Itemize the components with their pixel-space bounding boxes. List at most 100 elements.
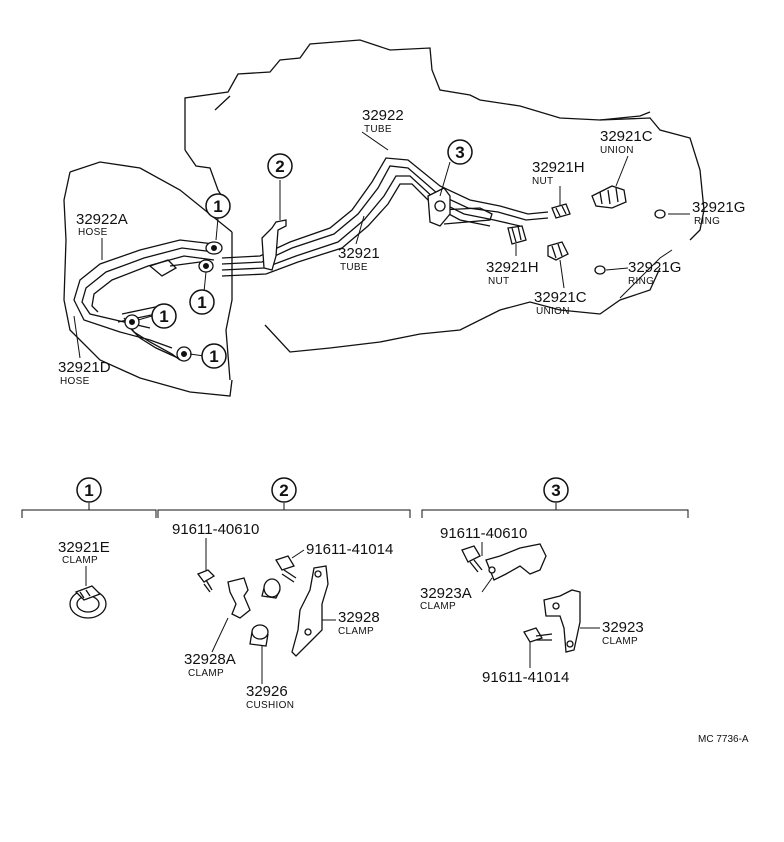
svg-text:32921G: 32921G bbox=[628, 259, 681, 276]
label-32922-tube: 32922 TUBE bbox=[362, 107, 404, 135]
svg-text:HOSE: HOSE bbox=[60, 376, 90, 387]
hose-clamps bbox=[124, 241, 223, 362]
clamp-32928a-part bbox=[227, 577, 251, 619]
svg-text:32928: 32928 bbox=[338, 609, 380, 626]
nut-bottom-part bbox=[507, 225, 527, 245]
nut-top-part bbox=[551, 203, 571, 219]
svg-text:32923A: 32923A bbox=[420, 585, 472, 602]
svg-text:CLAMP: CLAMP bbox=[338, 626, 374, 637]
svg-text:NUT: NUT bbox=[488, 276, 509, 287]
callout-1-upper: 1 bbox=[205, 193, 231, 219]
label-91611-40610-g3: 91611-40610 bbox=[440, 525, 527, 542]
bolt-40610-g3-part bbox=[461, 545, 483, 573]
svg-text:1: 1 bbox=[197, 293, 206, 312]
cushion-upper-part bbox=[261, 578, 281, 599]
svg-text:CLAMP: CLAMP bbox=[188, 668, 224, 679]
label-32921e-clamp: 32921E CLAMP bbox=[58, 539, 110, 566]
svg-text:CUSHION: CUSHION bbox=[246, 700, 294, 711]
svg-text:HOSE: HOSE bbox=[78, 227, 108, 238]
svg-text:32921D: 32921D bbox=[58, 359, 111, 376]
label-32921h-nut-bottom: 32921H NUT bbox=[486, 259, 539, 287]
svg-text:32923: 32923 bbox=[602, 619, 644, 636]
clamp-32923a-part bbox=[485, 543, 547, 581]
label-91611-41014-g3: 91611-41014 bbox=[482, 669, 569, 686]
svg-text:32921G: 32921G bbox=[692, 199, 745, 216]
svg-text:32922A: 32922A bbox=[76, 211, 128, 228]
label-91611-41014-g2: 91611-41014 bbox=[306, 541, 393, 558]
svg-text:32921E: 32921E bbox=[58, 539, 110, 556]
leader-lines bbox=[73, 131, 690, 359]
clamp-32923-part bbox=[543, 589, 581, 653]
svg-text:91611-40610: 91611-40610 bbox=[440, 525, 527, 542]
reference-code: MC 7736-A bbox=[698, 734, 749, 745]
clamp-32928-part bbox=[291, 565, 329, 657]
svg-text:32921C: 32921C bbox=[600, 128, 653, 145]
ring-top-part bbox=[654, 209, 666, 219]
label-32921c-union-top: 32921C UNION bbox=[600, 128, 653, 156]
leader-bolt-41014-g2 bbox=[291, 549, 305, 559]
label-32921-tube: 32921 TUBE bbox=[338, 245, 380, 273]
svg-text:RING: RING bbox=[628, 276, 654, 287]
svg-text:91611-41014: 91611-41014 bbox=[482, 669, 569, 686]
label-32928a-clamp: 32928A CLAMP bbox=[184, 651, 236, 679]
svg-text:1: 1 bbox=[84, 481, 93, 500]
svg-text:2: 2 bbox=[275, 157, 284, 176]
leader-32928a bbox=[211, 617, 229, 653]
leader-32923a bbox=[481, 577, 493, 593]
svg-text:1: 1 bbox=[159, 307, 168, 326]
svg-text:3: 3 bbox=[455, 143, 464, 162]
callout-1-hose: 1 bbox=[151, 303, 177, 329]
svg-text:1: 1 bbox=[213, 197, 222, 216]
svg-text:UNION: UNION bbox=[536, 306, 570, 317]
label-91611-40610-g2: 91611-40610 bbox=[172, 521, 259, 538]
detail-group-1-header: 1 bbox=[21, 477, 157, 518]
svg-text:CLAMP: CLAMP bbox=[420, 601, 456, 612]
label-32921d-hose: 32921D HOSE bbox=[58, 359, 111, 387]
svg-text:32922: 32922 bbox=[362, 107, 404, 124]
cushion-32926-part bbox=[249, 624, 269, 647]
svg-text:CLAMP: CLAMP bbox=[62, 555, 98, 566]
svg-text:32926: 32926 bbox=[246, 683, 288, 700]
svg-text:32921H: 32921H bbox=[532, 159, 585, 176]
bolt-41014-g3-part bbox=[523, 627, 553, 643]
callout-1-lower: 1 bbox=[201, 343, 227, 369]
svg-text:NUT: NUT bbox=[532, 176, 553, 187]
union-top-part bbox=[591, 185, 627, 209]
svg-text:RING: RING bbox=[694, 216, 720, 227]
svg-text:32921C: 32921C bbox=[534, 289, 587, 306]
label-32921h-nut-top: 32921H NUT bbox=[532, 159, 585, 187]
svg-text:2: 2 bbox=[279, 481, 288, 500]
svg-text:91611-40610: 91611-40610 bbox=[172, 521, 259, 538]
label-32926-cushion: 32926 CUSHION bbox=[246, 683, 294, 711]
bolt-40610-g2-part bbox=[196, 569, 216, 593]
label-32921g-ring-top: 32921G RING bbox=[692, 199, 745, 227]
engine-outline bbox=[63, 39, 705, 397]
tube-assembly bbox=[221, 157, 549, 277]
svg-text:32921: 32921 bbox=[338, 245, 380, 262]
detail-group-3-header: 3 bbox=[421, 477, 689, 518]
label-32922a-hose: 32922A HOSE bbox=[76, 211, 128, 238]
label-32923-clamp: 32923 CLAMP bbox=[602, 619, 644, 647]
callout-1-middle: 1 bbox=[189, 289, 215, 315]
svg-text:TUBE: TUBE bbox=[364, 124, 392, 135]
union-bottom-part bbox=[547, 241, 569, 261]
svg-text:32921H: 32921H bbox=[486, 259, 539, 276]
label-32923a-clamp: 32923A CLAMP bbox=[420, 585, 472, 612]
callout-2-upper: 2 bbox=[267, 153, 293, 179]
label-32928-clamp: 32928 CLAMP bbox=[338, 609, 380, 637]
svg-text:CLAMP: CLAMP bbox=[602, 636, 638, 647]
svg-text:TUBE: TUBE bbox=[340, 262, 368, 273]
svg-text:1: 1 bbox=[209, 347, 218, 366]
callout-3-upper: 3 bbox=[447, 139, 473, 165]
bolt-41014-g2-part bbox=[275, 555, 297, 583]
detail-group-2-header: 2 bbox=[157, 477, 411, 518]
label-32921g-ring-bottom: 32921G RING bbox=[628, 259, 681, 287]
svg-text:32928A: 32928A bbox=[184, 651, 236, 668]
svg-text:UNION: UNION bbox=[600, 145, 634, 156]
label-32921c-union-bottom: 32921C UNION bbox=[534, 289, 587, 317]
svg-text:91611-41014: 91611-41014 bbox=[306, 541, 393, 558]
ring-bottom-part bbox=[594, 265, 606, 275]
clamp-32921e-part bbox=[69, 585, 107, 619]
svg-text:3: 3 bbox=[551, 481, 560, 500]
